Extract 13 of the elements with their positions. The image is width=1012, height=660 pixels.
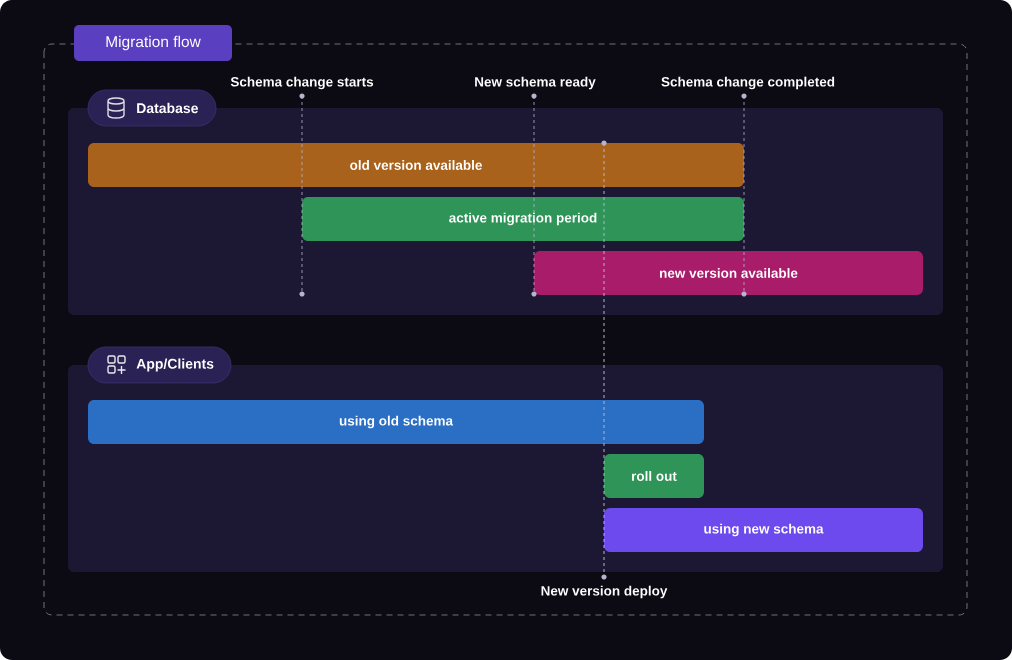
lane-header: Database	[87, 89, 217, 127]
timeline-bar: new version available	[534, 251, 923, 295]
milestone-label: Schema change completed	[661, 76, 835, 90]
title-badge: Migration flow	[74, 25, 232, 61]
timeline-bar: using old schema	[88, 400, 704, 444]
timeline-bar: roll out	[604, 454, 704, 498]
milestone-label: New version deploy	[541, 585, 668, 599]
timeline-bar: using new schema	[604, 508, 923, 552]
lane-header: App/Clients	[87, 346, 232, 384]
timeline-bar: old version available	[88, 143, 744, 187]
timeline-bar: active migration period	[302, 197, 744, 241]
milestone-label: Schema change starts	[230, 76, 374, 90]
milestone-label: New schema ready	[475, 76, 596, 90]
